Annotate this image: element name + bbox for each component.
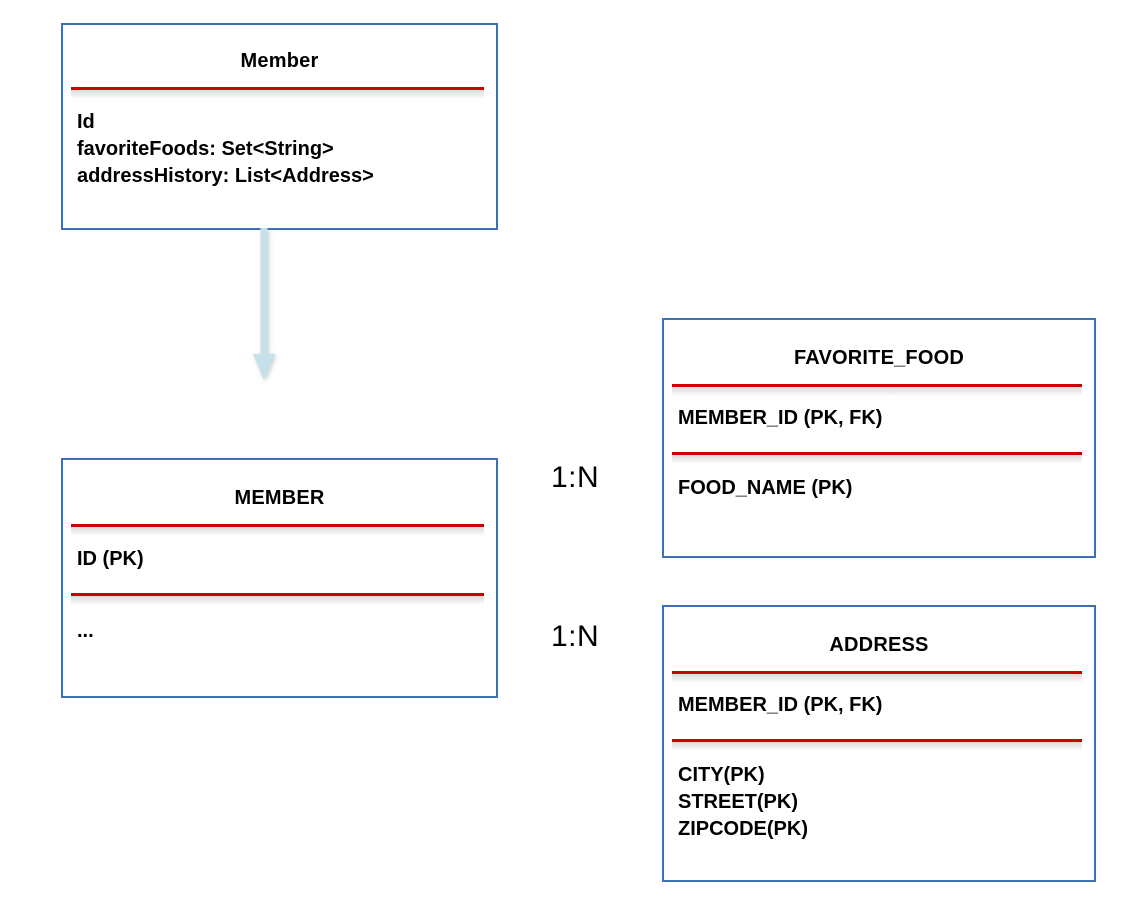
entity-divider (71, 87, 484, 99)
attribute-block-favorite-food: FOOD_NAME (PK) (664, 455, 1094, 502)
attribute-row: ZIPCODE(PK) (678, 818, 808, 840)
entity-title-address: ADDRESS (829, 634, 929, 656)
attribute-row: favoriteFoods: Set<String> (77, 138, 334, 160)
entity-divider (672, 384, 1082, 396)
attribute-row: Id (77, 111, 95, 133)
entity-title-member-class: Member (240, 50, 319, 72)
cardinality-label-address: 1:N (551, 620, 600, 653)
attribute-block-address: CITY(PK) STREET(PK) ZIPCODE(PK) (664, 742, 1094, 843)
attribute-block-member-class: Id favoriteFoods: Set<String> addressHis… (63, 90, 496, 190)
cardinality-label-favorite-food: 1:N (551, 461, 600, 494)
attribute-row: addressHistory: List<Address> (77, 165, 374, 187)
entity-box-member-table[interactable]: MEMBER ID (PK) ... (61, 458, 498, 698)
entity-box-member-class[interactable]: Member Id favoriteFoods: Set<String> add… (61, 23, 498, 230)
entity-divider (71, 524, 484, 536)
attribute-row: FOOD_NAME (PK) (678, 477, 853, 499)
attribute-row: ID (PK) (77, 548, 144, 570)
entity-title-favorite-food: FAVORITE_FOOD (793, 347, 965, 369)
entity-title-member-table: MEMBER (234, 487, 325, 509)
key-attribute-block-favorite-food: MEMBER_ID (PK, FK) (664, 387, 1094, 452)
entity-divider (672, 452, 1082, 464)
key-attribute-block-member-table: ID (PK) (63, 527, 496, 593)
attribute-row: MEMBER_ID (PK, FK) (678, 407, 883, 429)
attribute-row: STREET(PK) (678, 791, 798, 813)
entity-divider (71, 593, 484, 605)
mapping-arrow-icon (246, 228, 282, 384)
attribute-block-member-table: ... (63, 596, 496, 645)
attribute-row: ... (77, 620, 94, 642)
entity-divider (672, 671, 1082, 683)
entity-box-favorite-food[interactable]: FAVORITE_FOOD MEMBER_ID (PK, FK) FOOD_NA… (662, 318, 1096, 558)
entity-box-address[interactable]: ADDRESS MEMBER_ID (PK, FK) CITY(PK) STRE… (662, 605, 1096, 882)
entity-divider (672, 739, 1082, 751)
attribute-row: MEMBER_ID (PK, FK) (678, 694, 883, 716)
attribute-row: CITY(PK) (678, 764, 765, 786)
key-attribute-block-address: MEMBER_ID (PK, FK) (664, 674, 1094, 739)
